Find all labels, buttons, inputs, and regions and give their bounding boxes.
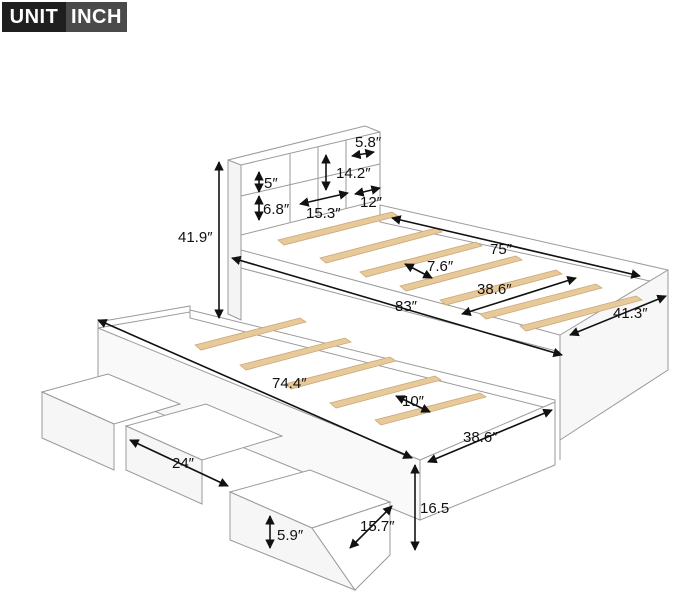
- headboard-h-label: 41.9″: [178, 229, 213, 246]
- trundle-len-arrow: [97, 319, 413, 459]
- shelf-gap-arrow: [354, 185, 381, 197]
- bed-len-arrow: [231, 255, 563, 358]
- drawer-w-arrow: [129, 439, 229, 487]
- slat-gap-label: 7.6″: [427, 258, 454, 275]
- trundle-slat-gap-arrow: [395, 395, 431, 413]
- trundle-w-label: 38.6″: [463, 429, 498, 446]
- drawer-d-label: 15.7″: [360, 518, 395, 535]
- inch-label: INCH: [66, 2, 127, 32]
- slat-len-label: 38.6″: [477, 281, 512, 298]
- trundle-slat-gap-label: 10″: [402, 393, 425, 410]
- shelf-w-arrow: [351, 148, 375, 160]
- dimension-lines: [97, 148, 667, 551]
- shelf-w-label: 5.8″: [355, 134, 382, 151]
- rail-len-arrow: [391, 215, 641, 279]
- drawer-w-label: 24″: [172, 455, 195, 472]
- unit-label: UNIT: [2, 2, 66, 32]
- shelf-depth-arrow: [299, 190, 349, 207]
- shelf-depth-label: 15.3″: [306, 205, 341, 222]
- shelf-gap-label: 12″: [360, 194, 383, 211]
- drawer-d-arrow: [349, 505, 393, 549]
- trundle-len-label: 74.4″: [272, 375, 307, 392]
- bed-w-label: 41.3″: [613, 305, 648, 322]
- shelf-h-low-label: 6.8″: [263, 201, 290, 218]
- trundle-w-arrow: [427, 408, 553, 464]
- bed-len-label: 83″: [395, 298, 418, 315]
- bed-w-arrow: [569, 294, 667, 337]
- shelf-h-mid-label: 14.2″: [336, 165, 371, 182]
- trundle-h-label: 16.5: [420, 500, 449, 517]
- rail-len-label: 75″: [490, 241, 513, 258]
- shelf-h-top-label: 5″: [264, 175, 278, 192]
- drawer-h-label: 5.9″: [277, 527, 304, 544]
- dimension-labels: 5.8″ 5″ 14.2″ 6.8″ 15.3″ 12″ 41.9″ 75″ 7…: [172, 134, 648, 544]
